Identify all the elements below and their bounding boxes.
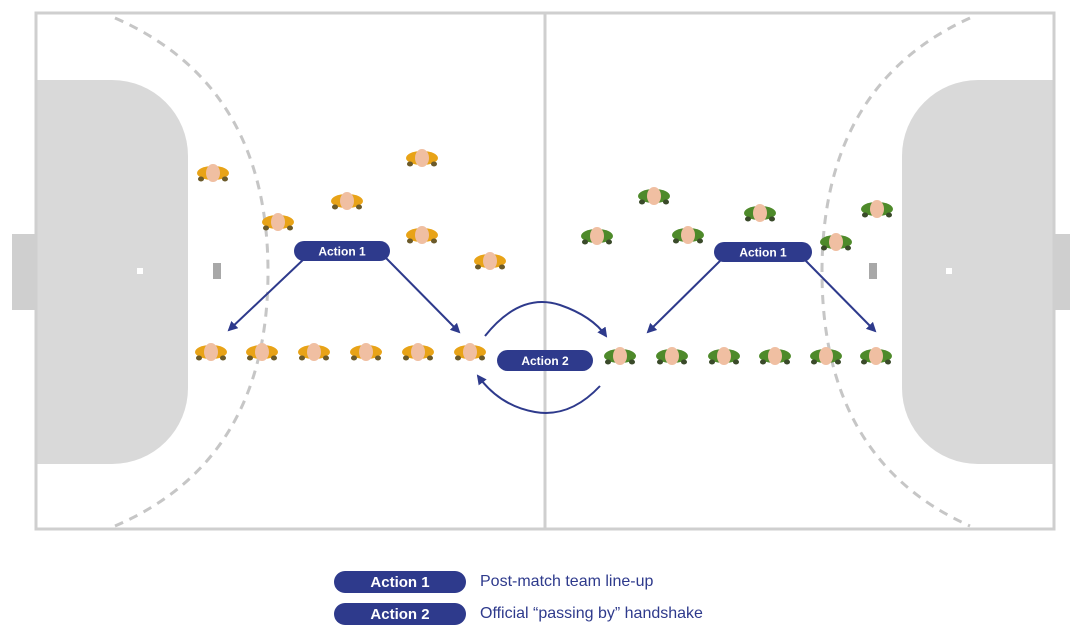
player-left-icon <box>406 149 438 167</box>
player-left-icon <box>195 343 227 361</box>
player-right-icon <box>759 347 791 365</box>
action-1-left-label: Action 1 <box>318 245 366 259</box>
action-2-arrow <box>484 301 608 338</box>
action-1-arrow <box>227 257 306 332</box>
player-right-icon <box>656 347 688 365</box>
right-penalty-mark <box>946 268 952 274</box>
player-left-icon <box>474 252 506 270</box>
right-free-throw-line <box>820 16 971 528</box>
action-1-arrow <box>646 258 723 334</box>
left-penalty-mark <box>137 268 143 274</box>
player-left-icon <box>262 213 294 231</box>
left-goal <box>12 234 36 310</box>
action-1-arrow <box>385 257 461 334</box>
action-1-right-pill: Action 1 <box>714 242 812 262</box>
player-right-icon <box>638 187 670 205</box>
left-goal-area <box>36 80 188 464</box>
player-right-icon <box>708 347 740 365</box>
player-right-icon <box>744 204 776 222</box>
player-right-icon <box>672 226 704 244</box>
player-left-icon <box>197 164 229 182</box>
action-1-arrow <box>803 258 877 333</box>
player-right-icon <box>810 347 842 365</box>
player-right-icon <box>581 227 613 245</box>
left-goalkeeper-line <box>213 263 221 279</box>
legend-pill-action-1: Action 1 <box>334 571 466 593</box>
player-left-icon <box>406 226 438 244</box>
player-right-icon <box>861 200 893 218</box>
action-1-left-pill: Action 1 <box>294 241 390 261</box>
player-left-icon <box>298 343 330 361</box>
player-left-icon <box>402 343 434 361</box>
right-goal-area <box>902 80 1054 464</box>
player-right-icon <box>860 347 892 365</box>
legend-description-action-1: Post-match team line-up <box>480 573 654 590</box>
left-team-lineup <box>195 343 486 361</box>
right-team-lineup <box>604 347 892 365</box>
legend-pill-action-2: Action 2 <box>334 603 466 625</box>
left-free-throw-line <box>114 16 270 528</box>
legend-description-action-2: Official “passing by” handshake <box>480 605 703 622</box>
action-2-pill: Action 2 <box>497 350 593 371</box>
player-left-icon <box>350 343 382 361</box>
right-goalkeeper-line <box>869 263 877 279</box>
player-right-icon <box>604 347 636 365</box>
legend-row-action-1: Action 1 Post-match team line-up <box>334 570 653 594</box>
action-2-arrow <box>476 374 601 414</box>
player-left-icon <box>454 343 486 361</box>
player-left-icon <box>331 192 363 210</box>
legend-row-action-2: Action 2 Official “passing by” handshake <box>334 602 703 626</box>
right-team-scattered <box>581 187 893 251</box>
action-1-right-label: Action 1 <box>739 246 787 260</box>
action-2-label: Action 2 <box>521 354 569 368</box>
right-goal <box>1054 234 1070 310</box>
player-left-icon <box>246 343 278 361</box>
